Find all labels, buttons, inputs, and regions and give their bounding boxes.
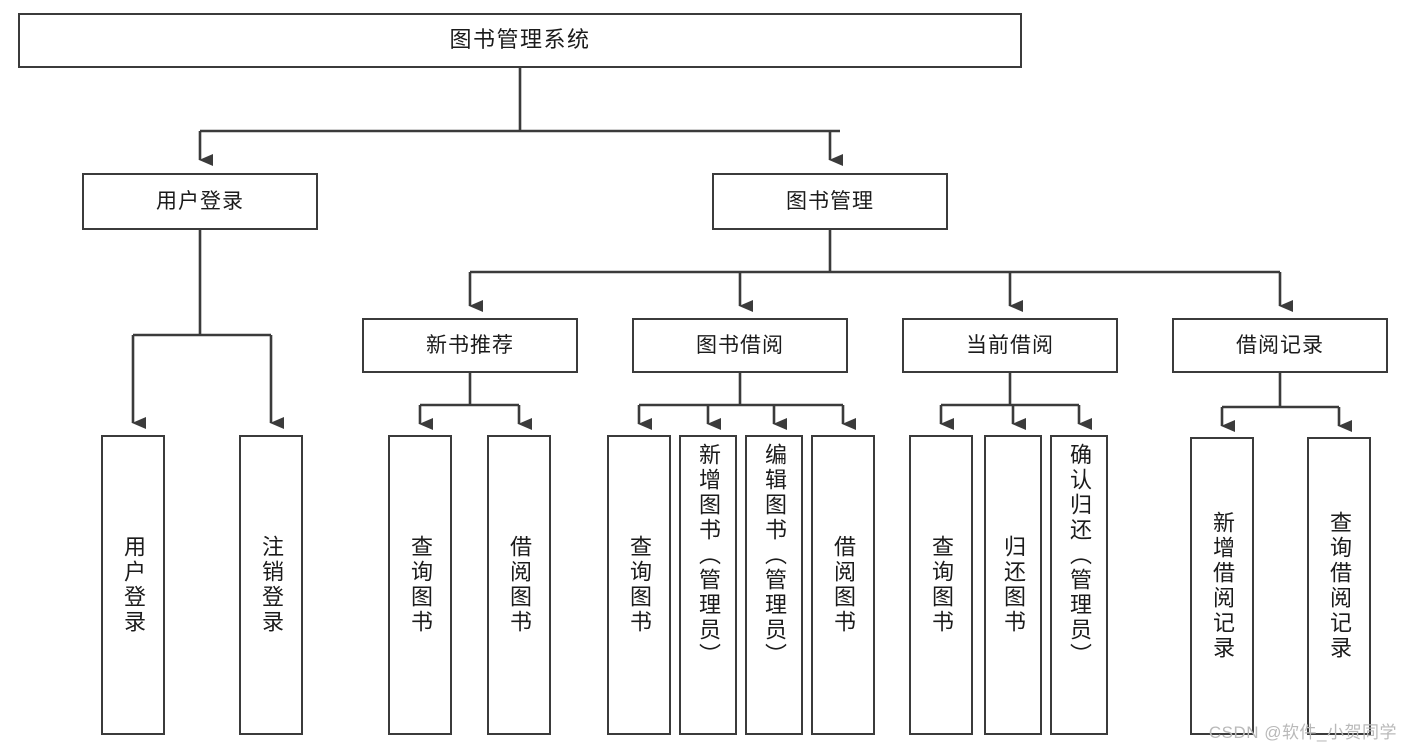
node-label: 用户登录	[156, 189, 244, 213]
leaf-query-book-rec[interactable]: 查询图书	[388, 435, 452, 735]
node-label: 确认归还（管理员）	[1067, 443, 1092, 668]
node-label: 归还图书	[1001, 535, 1026, 635]
node-label: 用户登录	[121, 535, 146, 635]
leaf-query-record[interactable]: 查询借阅记录	[1307, 437, 1371, 735]
leaf-edit-book[interactable]: 编辑图书（管理员）	[745, 435, 803, 735]
leaf-logout[interactable]: 注销登录	[239, 435, 303, 735]
node-label: 借阅记录	[1236, 333, 1324, 357]
leaf-query-book-bor[interactable]: 查询图书	[607, 435, 671, 735]
leaf-add-book[interactable]: 新增图书（管理员）	[679, 435, 737, 735]
node-label: 新增图书（管理员）	[696, 443, 721, 668]
node-label: 查询图书	[627, 535, 652, 635]
node-new-book-recommend[interactable]: 新书推荐	[362, 318, 578, 373]
node-label: 借阅图书	[507, 535, 532, 635]
node-label: 查询借阅记录	[1327, 511, 1352, 661]
node-root-system[interactable]: 图书管理系统	[18, 13, 1022, 68]
node-borrow-record[interactable]: 借阅记录	[1172, 318, 1388, 373]
node-label: 编辑图书（管理员）	[762, 443, 787, 668]
node-user-login[interactable]: 用户登录	[82, 173, 318, 230]
node-label: 图书借阅	[696, 333, 784, 357]
leaf-return-book[interactable]: 归还图书	[984, 435, 1042, 735]
node-label: 当前借阅	[966, 333, 1054, 357]
node-label: 借阅图书	[831, 535, 856, 635]
node-label: 新书推荐	[426, 333, 514, 357]
leaf-borrow-book-rec[interactable]: 借阅图书	[487, 435, 551, 735]
leaf-user-login[interactable]: 用户登录	[101, 435, 165, 735]
node-book-borrow[interactable]: 图书借阅	[632, 318, 848, 373]
node-label: 图书管理系统	[449, 27, 591, 53]
leaf-query-book-cur[interactable]: 查询图书	[909, 435, 973, 735]
node-label: 查询图书	[408, 535, 433, 635]
watermark: CSDN @软件_小贺同学	[1208, 723, 1397, 742]
leaf-add-record[interactable]: 新增借阅记录	[1190, 437, 1254, 735]
node-label: 注销登录	[259, 535, 284, 635]
node-label: 新增借阅记录	[1210, 511, 1235, 661]
node-current-borrow[interactable]: 当前借阅	[902, 318, 1118, 373]
leaf-confirm-return[interactable]: 确认归还（管理员）	[1050, 435, 1108, 735]
leaf-borrow-book-bor[interactable]: 借阅图书	[811, 435, 875, 735]
node-label: 图书管理	[786, 189, 874, 213]
node-book-management[interactable]: 图书管理	[712, 173, 948, 230]
node-label: 查询图书	[929, 535, 954, 635]
